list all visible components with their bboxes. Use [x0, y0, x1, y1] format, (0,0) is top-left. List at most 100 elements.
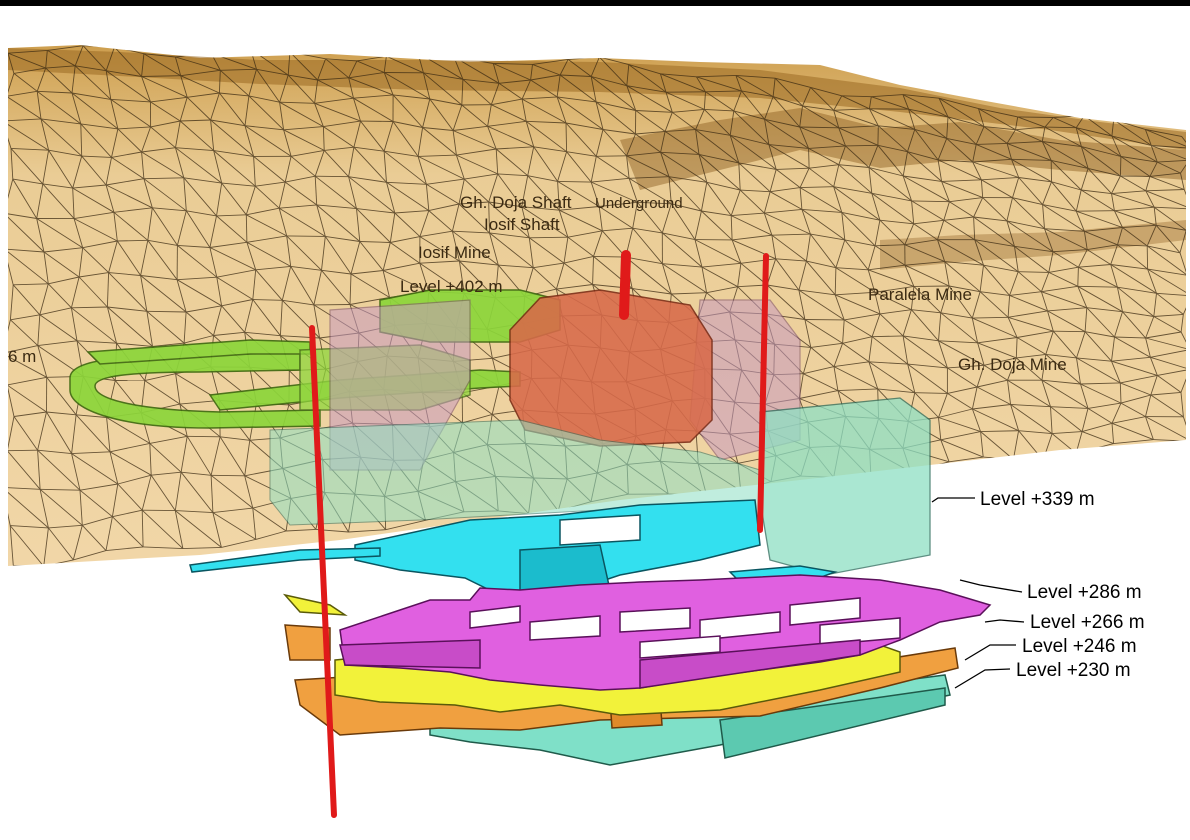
mesh-edge [140, 275, 148, 312]
mesh-edge [452, 230, 490, 234]
mesh-edge [284, 181, 317, 206]
mesh-edge [1053, 117, 1077, 129]
mesh-edge [769, 169, 777, 192]
mesh-edge [37, 449, 81, 491]
mesh-edge [902, 151, 908, 177]
mesh-edge [559, 206, 600, 211]
mesh-edge [12, 178, 38, 219]
mesh-edge [348, 176, 387, 183]
mesh-edge [902, 175, 913, 202]
mesh-edge [730, 189, 741, 216]
mesh-edge [489, 232, 530, 239]
mesh-edge [1052, 249, 1088, 253]
mesh-edge [1052, 431, 1083, 435]
mesh-edge [246, 235, 287, 243]
mesh-edge [1146, 245, 1186, 276]
mesh-edge [81, 155, 112, 158]
mesh-edge [186, 96, 211, 121]
mesh-edge [521, 206, 569, 238]
mesh-edge [775, 258, 807, 262]
mesh-edge [838, 127, 879, 146]
mesh-edge [353, 97, 394, 122]
mesh-edge [833, 186, 881, 221]
mesh-edge [530, 64, 533, 81]
mesh-edge [317, 79, 354, 99]
mesh-edge [81, 524, 107, 551]
mesh-edge [356, 208, 391, 243]
mesh-edge [738, 162, 777, 170]
mesh-edge [213, 331, 245, 336]
mesh-edge [1080, 146, 1089, 169]
mesh-edge [557, 181, 560, 211]
mesh-edge [219, 92, 246, 126]
mesh-edge [1182, 416, 1186, 442]
mesh-edge [183, 177, 187, 211]
mesh-edge [216, 276, 254, 300]
mesh-edge [489, 232, 499, 266]
mesh-edge [1015, 126, 1045, 131]
mesh-edge [635, 133, 661, 153]
mesh-edge [279, 204, 317, 209]
mesh-edge [1180, 392, 1184, 417]
mesh-edge [80, 123, 83, 157]
mesh-edge [348, 77, 394, 96]
mesh-edge [833, 110, 840, 128]
mesh-edge [590, 56, 600, 77]
mesh-edge [972, 317, 1018, 338]
mesh-edge [943, 219, 975, 241]
mesh-edge [384, 150, 419, 157]
mesh-edge [181, 471, 212, 476]
mesh-edge [1017, 116, 1054, 118]
mesh-edge [838, 125, 879, 129]
mesh-edge [463, 178, 490, 203]
mesh-edge [696, 76, 742, 92]
mesh-edge [771, 235, 777, 259]
mesh-edge [775, 169, 801, 188]
mesh-edge [105, 546, 144, 552]
mesh-edge [1017, 271, 1042, 293]
label-paralela-mine: Paralela Mine [868, 285, 972, 304]
mesh-edge [1157, 159, 1186, 163]
mesh-edge [383, 72, 431, 100]
mesh-edge [313, 304, 321, 339]
mesh-edge [1087, 168, 1112, 194]
mesh-edge [696, 76, 706, 93]
mesh-edge [1145, 337, 1151, 358]
mesh-edge [252, 299, 281, 336]
mesh-edge [1145, 416, 1154, 440]
mesh-edge [842, 336, 873, 344]
mesh-edge [981, 177, 1019, 181]
mesh-edge [938, 417, 981, 433]
mesh-edge [628, 178, 638, 203]
mesh-edge [291, 149, 325, 157]
mesh-edge [763, 212, 773, 236]
mesh-edge [806, 260, 836, 296]
mesh-edge [868, 361, 916, 394]
mesh-edge [626, 133, 636, 156]
mesh-edge [979, 291, 1009, 318]
mesh-edge [555, 262, 565, 290]
mesh-edge [662, 263, 707, 294]
mesh-edge [42, 183, 73, 189]
mesh-edge [946, 116, 949, 139]
mesh-edge [314, 176, 318, 205]
mesh-edge [79, 272, 109, 278]
mesh-edge [176, 210, 187, 246]
mesh-edge [1007, 141, 1043, 144]
mesh-edge [248, 95, 284, 131]
mesh-edge [324, 236, 352, 275]
mesh-edge [348, 72, 385, 79]
mesh-edge [1111, 175, 1121, 194]
mesh-edge [37, 314, 41, 346]
mesh-edge [1145, 316, 1155, 339]
mesh-edge [868, 264, 906, 271]
mesh-edge [350, 241, 361, 275]
mesh-edge [737, 284, 768, 288]
mesh-edge [806, 260, 836, 269]
mesh-edge [244, 125, 284, 131]
mesh-edge [911, 309, 941, 314]
mesh-edge [356, 208, 395, 214]
mesh-edge [71, 92, 119, 130]
mesh-edge [799, 187, 843, 213]
mesh-edge [281, 266, 292, 301]
